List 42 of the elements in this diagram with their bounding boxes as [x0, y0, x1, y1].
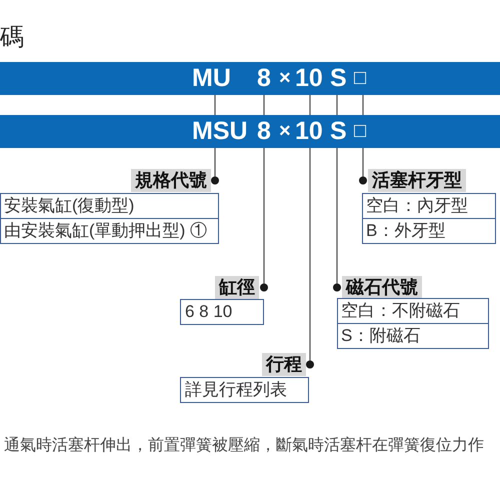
bore-code: 8 [257, 115, 271, 148]
multiply-sign: × [279, 119, 291, 144]
title-text: 碼 [0, 24, 24, 52]
code-band [0, 115, 500, 148]
option-table [0, 193, 219, 244]
option-row: 由安裝氣缸(單動押出型) ① [1, 218, 218, 243]
option-row: S：附磁石 [338, 323, 488, 348]
leader-line [336, 95, 338, 115]
leader-line [309, 95, 311, 115]
stroke-code: 10 [295, 115, 323, 148]
option-table [362, 193, 496, 244]
placeholder-symbol: □ [354, 115, 366, 148]
magnet-code: S [330, 62, 347, 95]
option-table: 詳見行程列表 [180, 377, 309, 403]
footnote: 通氣時活塞杆伸出，前置彈簧被壓縮，斷氣時活塞杆在彈簧復位力作 [4, 436, 484, 456]
series-code: MU [192, 62, 231, 95]
category-heading: 規格代號 [131, 169, 211, 192]
category-heading: 磁石代號 [342, 276, 422, 299]
leader-line [260, 148, 268, 292]
leader-line [362, 95, 364, 115]
leader-line [333, 148, 341, 292]
category-heading: 行程 [262, 353, 306, 376]
option-table [337, 298, 489, 349]
multiply-sign: × [279, 66, 291, 91]
stroke-code: 10 [295, 62, 323, 95]
option-row: B：外牙型 [363, 218, 495, 243]
leader-line [306, 148, 314, 368]
series-code: MSU [192, 115, 248, 148]
leader-line [263, 95, 265, 115]
option-table: 6 8 10 [180, 299, 264, 325]
code-band [0, 62, 500, 95]
option-row-text: 安裝氣缸(復動型) [3, 195, 136, 217]
option-row-text: 空白：不附磁石 [340, 300, 461, 322]
bore-code: 8 [257, 62, 271, 95]
option-row-text: 空白：內牙型 [365, 195, 469, 217]
leader-line [214, 95, 216, 115]
category-heading: 活塞杆牙型 [368, 169, 466, 192]
category-heading: 缸徑 [215, 276, 259, 299]
leader-line [359, 148, 367, 184]
leader-line [211, 148, 219, 184]
placeholder-symbol: □ [354, 62, 366, 95]
magnet-code: S [330, 115, 347, 148]
